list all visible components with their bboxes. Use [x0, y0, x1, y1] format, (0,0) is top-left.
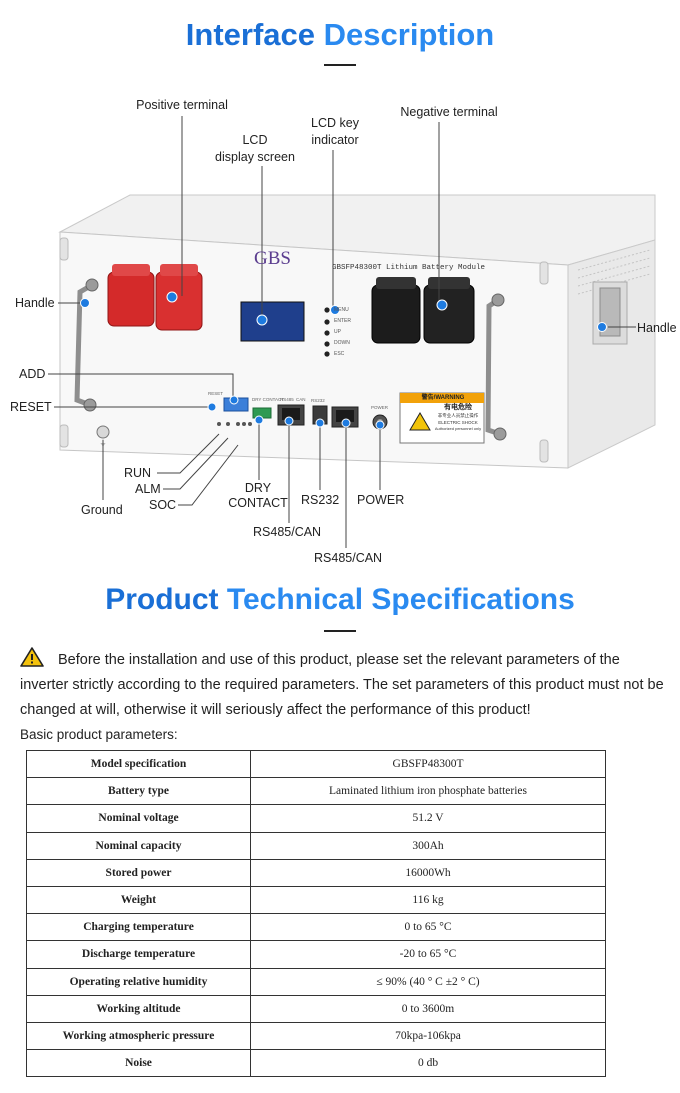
- table-row: Discharge temperature-20 to 65 °C: [26, 940, 606, 969]
- label-dry-line2: CONTACT: [228, 496, 288, 510]
- label-run: RUN: [124, 466, 152, 480]
- param-value: -20 to 65 °C: [250, 940, 606, 969]
- param-name: Battery type: [26, 777, 251, 806]
- panel-power-text: POWER: [371, 405, 389, 410]
- param-name: Weight: [26, 885, 251, 915]
- label-handle-right: Handle: [637, 321, 677, 335]
- param-value: 0 to 65 °C: [250, 913, 606, 942]
- param-name: Working altitude: [26, 994, 251, 1023]
- panel-rs485-text: RS485: [280, 397, 294, 402]
- param-name: Charging temperature: [26, 913, 251, 942]
- basic-parameters-label: Basic product parameters:: [20, 727, 178, 742]
- param-value: 300Ah: [250, 831, 606, 860]
- sticker-line3: ELECTRIC SHOCK: [438, 420, 478, 425]
- param-value: 0 to 3600m: [250, 994, 606, 1023]
- label-lcd-key-line1: LCD key: [311, 116, 359, 130]
- param-name: Stored power: [26, 858, 251, 887]
- param-name: Nominal capacity: [26, 831, 251, 860]
- label-add: ADD: [19, 367, 46, 381]
- title-divider: [324, 64, 356, 66]
- panel-rs232-text: RS232: [311, 398, 325, 403]
- sticker-line2: 非专业人员禁止操作: [437, 413, 479, 418]
- sticker-title: 警告/WARNING: [421, 395, 465, 401]
- interface-title-part1: Interface: [185, 17, 316, 52]
- label-positive-terminal: Positive terminal: [136, 98, 228, 112]
- key-up-label: UP: [334, 329, 341, 335]
- label-alm: ALM: [135, 482, 161, 496]
- specs-title: Product Technical Specifications: [0, 583, 680, 617]
- panel-reset-text: RESET: [208, 391, 224, 396]
- label-rs485-can-1: RS485/CAN: [253, 525, 322, 539]
- specs-title-part2: Technical Specifications: [226, 583, 575, 616]
- param-value: 0 db: [250, 1049, 606, 1078]
- label-rs485-can-2: RS485/CAN: [314, 551, 383, 565]
- label-lcd-key-line2: indicator: [311, 133, 359, 147]
- sticker-line1: 有电危险: [444, 404, 472, 411]
- warning-sticker-text: 警告/WARNING 有电危险 非专业人员禁止操作 ELECTRIC SHOCK…: [422, 393, 484, 432]
- panel-dry-text: DRY CONTACT: [252, 397, 285, 402]
- label-ground: Ground: [81, 503, 123, 517]
- specs-title-divider: [324, 630, 356, 632]
- param-value: ≤ 90% (40 ° C ±2 ° C): [250, 967, 606, 996]
- warning-triangle-icon: [20, 647, 44, 667]
- param-name: Operating relative humidity: [26, 967, 251, 996]
- label-power: POWER: [357, 493, 405, 507]
- module-model-label: GBSFP48300T Lithium Battery Module: [332, 264, 486, 272]
- sticker-line4: Authorized personnel only: [434, 426, 482, 431]
- param-value: 70kpa-106kpa: [250, 1021, 606, 1051]
- panel-can-text: CAN: [296, 397, 306, 402]
- label-soc: SOC: [149, 498, 177, 512]
- label-negative-terminal: Negative terminal: [400, 105, 498, 119]
- key-esc-label: ESC: [334, 351, 345, 357]
- table-row: Operating relative humidity≤ 90% (40 ° C…: [26, 967, 606, 996]
- label-lcd-line2: display screen: [215, 150, 295, 164]
- warning-text: Before the installation and use of this …: [20, 652, 664, 718]
- label-reset: RESET: [10, 400, 52, 414]
- param-name: Model specification: [26, 749, 251, 779]
- param-name: Discharge temperature: [26, 940, 251, 969]
- label-rs232: RS232: [301, 493, 340, 507]
- key-menu-label: MENU: [334, 307, 349, 313]
- param-name: Nominal voltage: [26, 804, 251, 833]
- label-dry-line1: DRY: [244, 481, 272, 495]
- lcd-key-list: MENU ENTER UP DOWN ESC: [334, 305, 374, 360]
- param-value: Laminated lithium iron phosphate batteri…: [250, 777, 606, 806]
- warning-paragraph: Before the installation and use of this …: [20, 647, 665, 723]
- label-lcd-line1: LCD: [242, 133, 268, 147]
- param-value: 116 kg: [250, 885, 606, 915]
- key-down-label: DOWN: [334, 340, 350, 346]
- param-name: Noise: [26, 1049, 251, 1078]
- label-handle-left: Handle: [15, 296, 55, 310]
- battery-module-diagram: ⏚: [48, 116, 656, 548]
- key-enter-label: ENTER: [334, 318, 351, 324]
- interface-title: Interface Description: [0, 17, 680, 53]
- param-value: 51.2 V: [250, 804, 606, 833]
- param-value: GBSFP48300T: [250, 749, 606, 779]
- interface-title-part2: Description: [323, 17, 495, 52]
- brand-logo: GBS: [254, 248, 291, 269]
- specs-title-part1: Product: [105, 583, 219, 616]
- param-value: 16000Wh: [250, 858, 606, 887]
- param-name: Working atmospheric pressure: [26, 1021, 251, 1051]
